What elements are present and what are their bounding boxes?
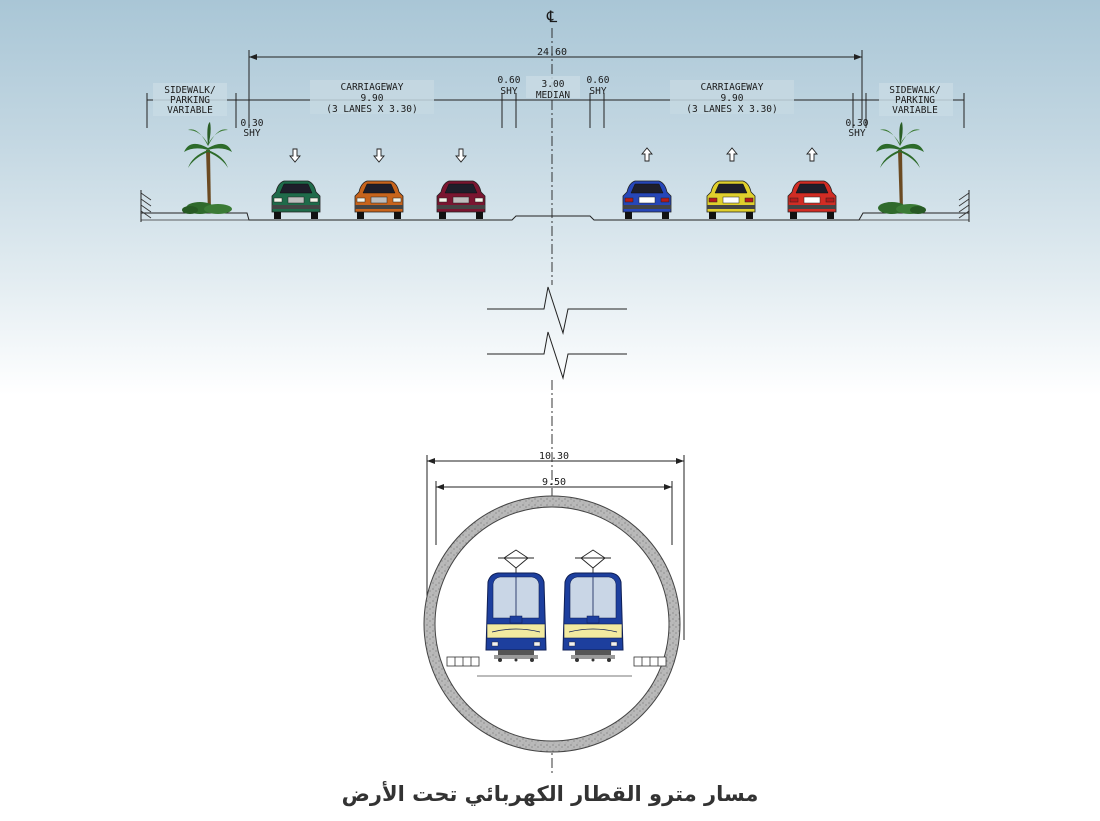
palm-tree-left-icon	[182, 122, 232, 214]
svg-text:PARKING: PARKING	[895, 95, 935, 106]
svg-text:0.60: 0.60	[498, 75, 521, 86]
dimension-row-lanes	[146, 93, 965, 128]
up-arrow-icon	[641, 147, 653, 162]
svg-text:SIDEWALK/: SIDEWALK/	[889, 85, 940, 96]
svg-text:VARIABLE: VARIABLE	[167, 105, 213, 116]
svg-text:0.30: 0.30	[846, 118, 869, 129]
svg-text:PARKING: PARKING	[170, 95, 210, 106]
right-inner-shy-label: 0.60 SHY	[587, 75, 610, 97]
sky-background	[0, 0, 1100, 395]
svg-text:SHY: SHY	[500, 86, 517, 97]
svg-text:SHY: SHY	[589, 86, 606, 97]
up-arrow-icon	[806, 147, 818, 162]
svg-text:(3 LANES X 3.30): (3 LANES X 3.30)	[686, 104, 778, 115]
left-inner-shy-label: 0.60 SHY	[498, 75, 521, 97]
svg-text:MEDIAN: MEDIAN	[536, 90, 571, 101]
right-outer-shy-label: 0.30 SHY	[846, 118, 869, 139]
svg-text:CARRIAGEWAY: CARRIAGEWAY	[341, 82, 404, 93]
cross-section-drawing: ℄ 24.60 SIDEWALK	[140, 7, 970, 775]
break-line-upper	[487, 286, 627, 335]
tunnel-walkway-right	[633, 656, 667, 667]
svg-text:3.00: 3.00	[542, 79, 565, 90]
car-front-3	[436, 180, 486, 219]
up-arrow-icon	[726, 147, 738, 162]
dimension-tunnel-inner: 9.50	[435, 477, 673, 545]
right-hatch	[958, 192, 970, 219]
svg-text:9.90: 9.90	[361, 93, 384, 104]
total-width-label: 24.60	[537, 47, 567, 58]
car-rear-2	[706, 180, 756, 219]
svg-text:0.60: 0.60	[587, 75, 610, 86]
car-front-1	[271, 180, 321, 219]
left-outer-shy-label: 0.30 SHY	[241, 118, 264, 139]
car-rear-3	[787, 180, 837, 219]
right-sidewalk-label: SIDEWALK/ PARKING VARIABLE	[879, 83, 953, 116]
svg-text:9.90: 9.90	[721, 93, 744, 104]
tunnel-outer-width-label: 10.30	[539, 451, 569, 462]
break-line-lower	[487, 331, 627, 380]
left-hatch	[140, 192, 152, 219]
svg-text:VARIABLE: VARIABLE	[892, 105, 938, 116]
metro-train-left	[485, 549, 547, 662]
svg-text:(3 LANES X 3.30): (3 LANES X 3.30)	[326, 104, 418, 115]
median-label: 3.00 MEDIAN	[526, 76, 580, 101]
tunnel-interior	[434, 506, 670, 742]
svg-text:CARRIAGEWAY: CARRIAGEWAY	[701, 82, 764, 93]
right-carriageway-label: CARRIAGEWAY 9.90 (3 LANES X 3.30)	[670, 80, 794, 115]
centerline-symbol: ℄	[546, 7, 558, 26]
tunnel-inner-width-label: 9.50	[542, 477, 566, 488]
metro-train-right	[562, 549, 624, 662]
svg-text:0.30: 0.30	[241, 118, 264, 129]
car-front-2	[354, 180, 404, 219]
tunnel-walkway-left	[446, 656, 480, 667]
svg-text:SIDEWALK/: SIDEWALK/	[164, 85, 215, 96]
svg-text:SHY: SHY	[243, 128, 260, 139]
car-rear-1	[622, 180, 672, 219]
left-sidewalk-label: SIDEWALK/ PARKING VARIABLE	[153, 83, 227, 116]
dimension-total-width: 24.60	[248, 47, 863, 120]
down-arrow-icon	[289, 148, 301, 163]
down-arrow-icon	[373, 148, 385, 163]
palm-tree-right-icon	[876, 122, 926, 214]
road-profile	[140, 190, 970, 222]
svg-text:SHY: SHY	[848, 128, 865, 139]
diagram-caption: مسار مترو القطار الكهربائي تحت الأرض	[341, 782, 759, 806]
left-carriageway-label: CARRIAGEWAY 9.90 (3 LANES X 3.30)	[310, 80, 434, 115]
cars-layer	[271, 180, 837, 219]
down-arrow-icon	[455, 148, 467, 163]
